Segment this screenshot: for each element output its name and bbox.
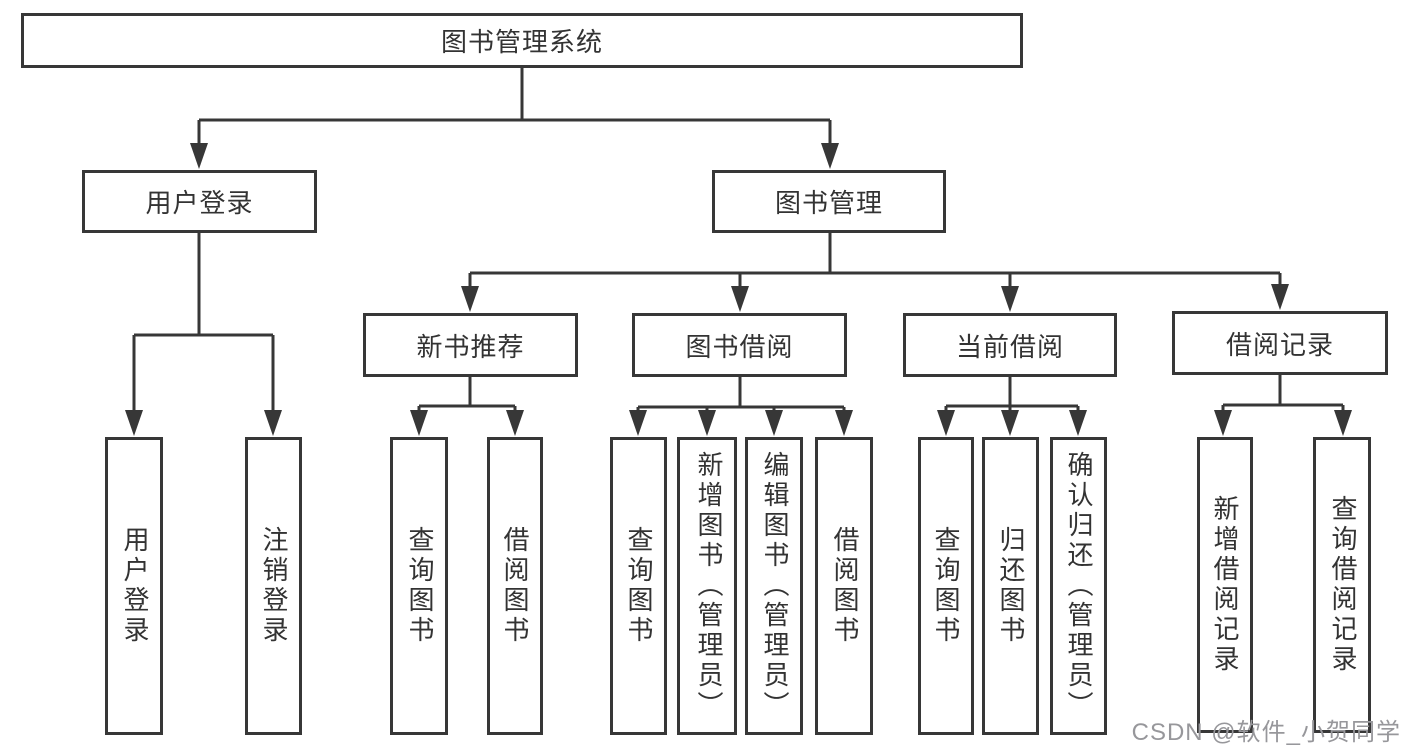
leaf-borrow-books-2: 借阅图书 bbox=[815, 437, 873, 735]
leaf-borrow-books-1: 借阅图书 bbox=[487, 437, 543, 735]
node-library-system: 图书管理系统 bbox=[21, 13, 1023, 68]
leaf-query-books-1: 查询图书 bbox=[390, 437, 448, 735]
node-borrow-records: 借阅记录 bbox=[1172, 311, 1388, 375]
leaf-logout: 注销登录 bbox=[245, 437, 302, 735]
node-book-management: 图书管理 bbox=[712, 170, 946, 233]
leaf-edit-books-admin: 编辑图书（管理员） bbox=[745, 437, 803, 735]
leaf-query-books-3: 查询图书 bbox=[918, 437, 974, 735]
node-book-borrow: 图书借阅 bbox=[632, 313, 847, 377]
leaf-user-login: 用户登录 bbox=[105, 437, 163, 735]
node-current-borrow: 当前借阅 bbox=[903, 313, 1117, 377]
leaf-query-books-2: 查询图书 bbox=[610, 437, 667, 735]
node-user-login: 用户登录 bbox=[82, 170, 317, 233]
leaf-add-borrow-record: 新增借阅记录 bbox=[1197, 437, 1253, 733]
leaf-confirm-return-admin: 确认归还（管理员） bbox=[1050, 437, 1107, 735]
leaf-add-books-admin: 新增图书（管理员） bbox=[677, 437, 737, 735]
node-new-book-recommend: 新书推荐 bbox=[363, 313, 578, 377]
leaf-return-books: 归还图书 bbox=[982, 437, 1039, 735]
csdn-watermark: CSDN @软件_小贺同学 bbox=[1131, 719, 1401, 746]
leaf-query-borrow-record: 查询借阅记录 bbox=[1313, 437, 1371, 733]
